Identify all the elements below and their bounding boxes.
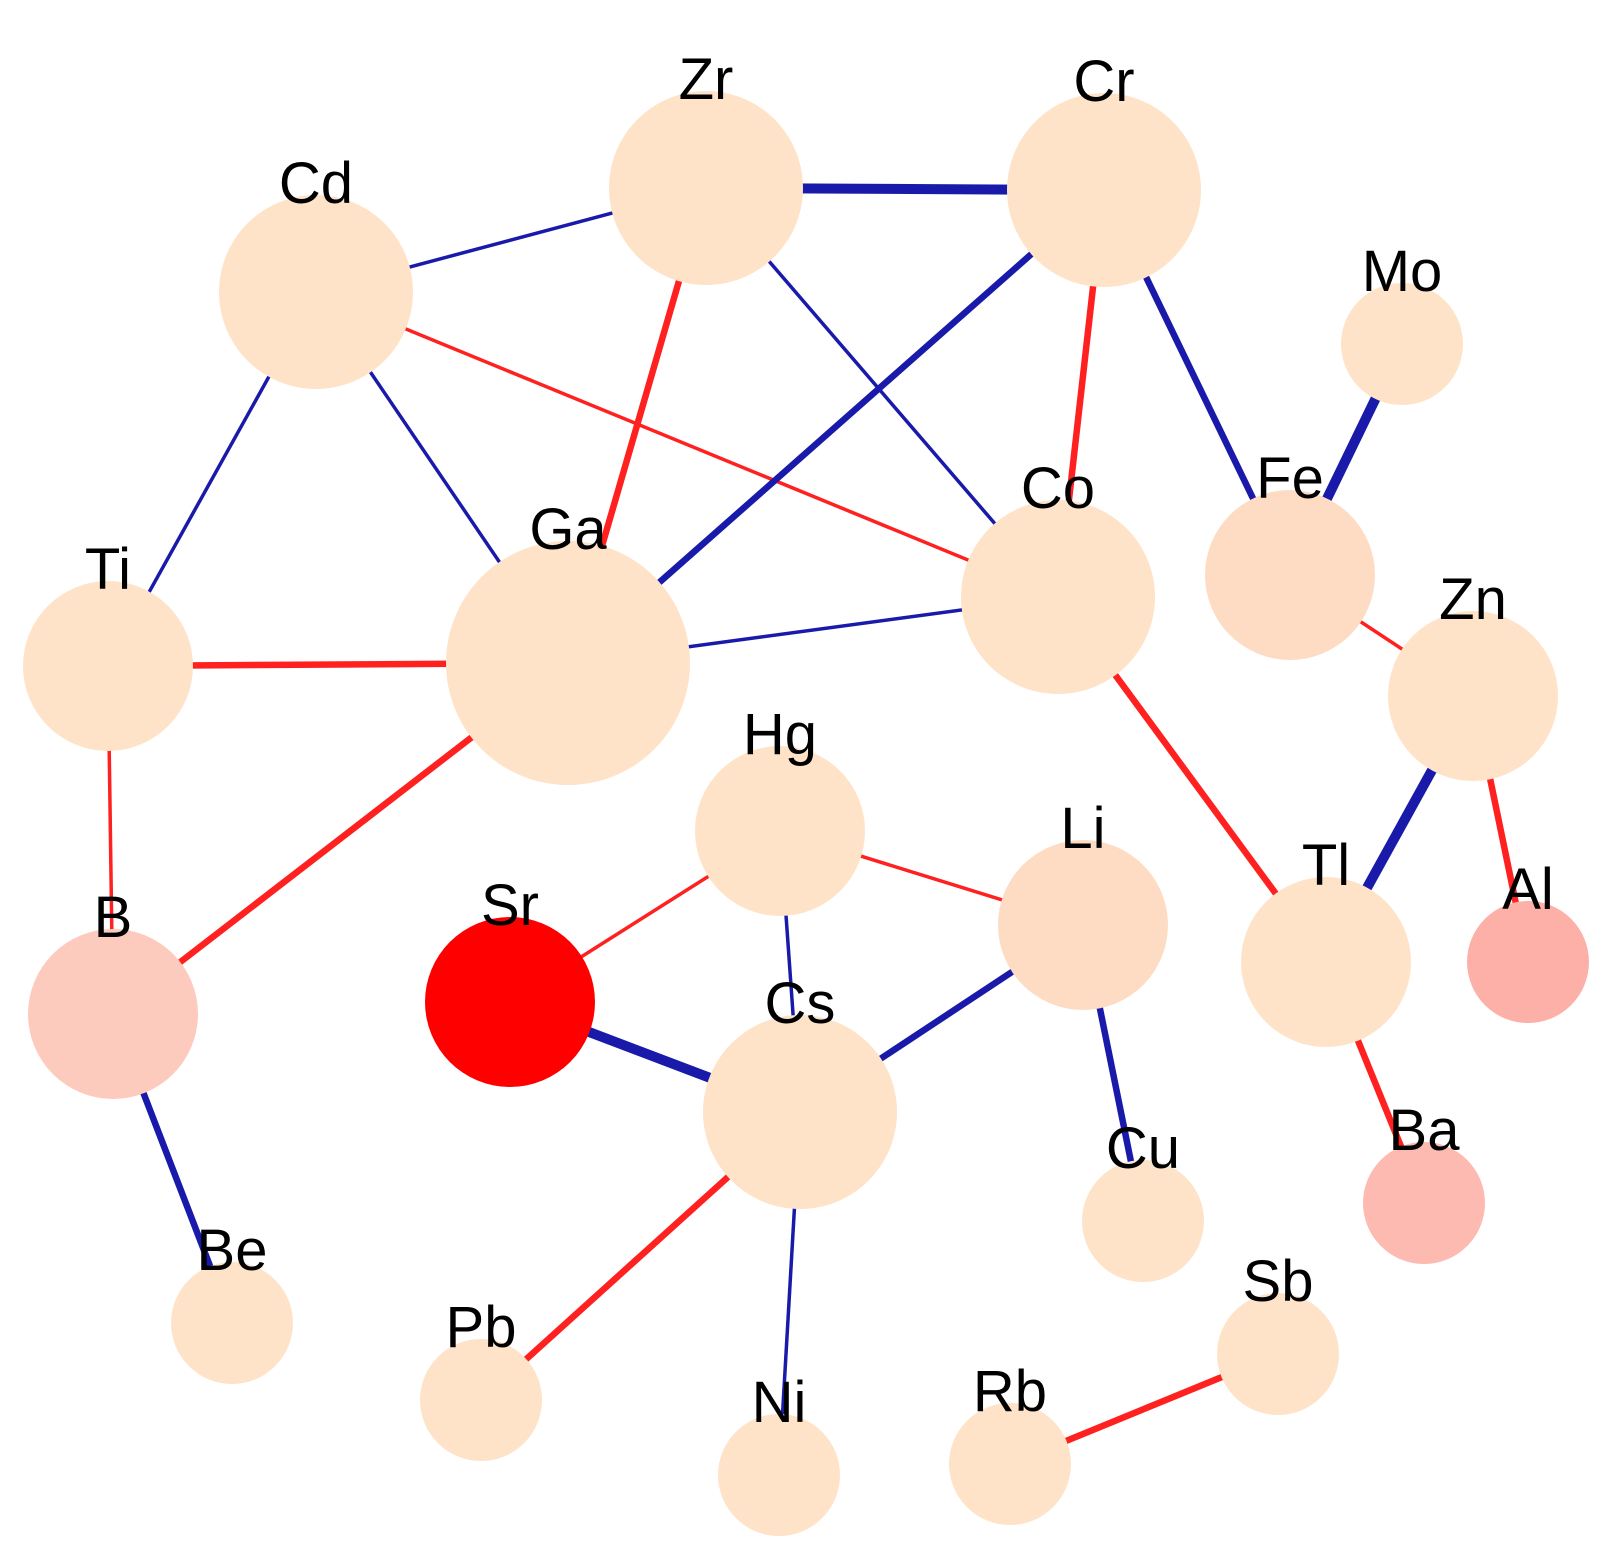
node-label-b: B <box>94 885 133 950</box>
node-hg[interactable] <box>695 746 865 916</box>
node-label-cd: Cd <box>279 151 353 216</box>
node-label-ti: Ti <box>85 537 131 602</box>
node-tl[interactable] <box>1241 877 1411 1047</box>
node-label-mo: Mo <box>1362 239 1443 304</box>
node-pb[interactable] <box>420 1339 542 1461</box>
node-label-ga: Ga <box>529 497 607 562</box>
node-co[interactable] <box>961 500 1155 694</box>
node-li[interactable] <box>998 840 1168 1010</box>
node-label-li: Li <box>1060 796 1105 861</box>
node-label-co: Co <box>1021 456 1095 521</box>
node-label-zn: Zn <box>1439 567 1507 632</box>
node-mo[interactable] <box>1341 283 1463 405</box>
node-cu[interactable] <box>1082 1160 1204 1282</box>
node-sr[interactable] <box>425 917 595 1087</box>
node-label-hg: Hg <box>743 702 817 767</box>
node-label-fe: Fe <box>1256 446 1324 511</box>
node-zn[interactable] <box>1388 611 1558 781</box>
node-ti[interactable] <box>23 581 193 751</box>
node-label-be: Be <box>197 1218 268 1283</box>
node-ba[interactable] <box>1363 1142 1485 1264</box>
node-label-al: Al <box>1502 857 1554 922</box>
node-label-cu: Cu <box>1106 1116 1180 1181</box>
node-sb[interactable] <box>1217 1293 1339 1415</box>
node-cs[interactable] <box>703 1015 897 1209</box>
node-rb[interactable] <box>949 1403 1071 1525</box>
node-label-cs: Cs <box>765 971 836 1036</box>
node-label-pb: Pb <box>446 1295 517 1360</box>
node-b[interactable] <box>28 929 198 1099</box>
node-al[interactable] <box>1467 901 1589 1023</box>
node-ni[interactable] <box>718 1414 840 1536</box>
node-label-sr: Sr <box>481 873 539 938</box>
nodes-layer <box>23 91 1589 1536</box>
edge-cd-co <box>315 290 1059 599</box>
node-label-tl: Tl <box>1302 833 1350 898</box>
node-label-ni: Ni <box>752 1370 807 1435</box>
node-fe[interactable] <box>1205 490 1375 660</box>
node-ga[interactable] <box>446 541 690 785</box>
node-label-zr: Zr <box>679 47 734 112</box>
node-label-sb: Sb <box>1243 1249 1314 1314</box>
node-label-ba: Ba <box>1389 1098 1461 1163</box>
node-label-rb: Rb <box>973 1359 1047 1424</box>
node-cr[interactable] <box>1007 93 1201 287</box>
node-zr[interactable] <box>609 91 803 285</box>
node-label-cr: Cr <box>1073 49 1134 114</box>
node-be[interactable] <box>171 1262 293 1384</box>
node-cd[interactable] <box>219 195 413 389</box>
